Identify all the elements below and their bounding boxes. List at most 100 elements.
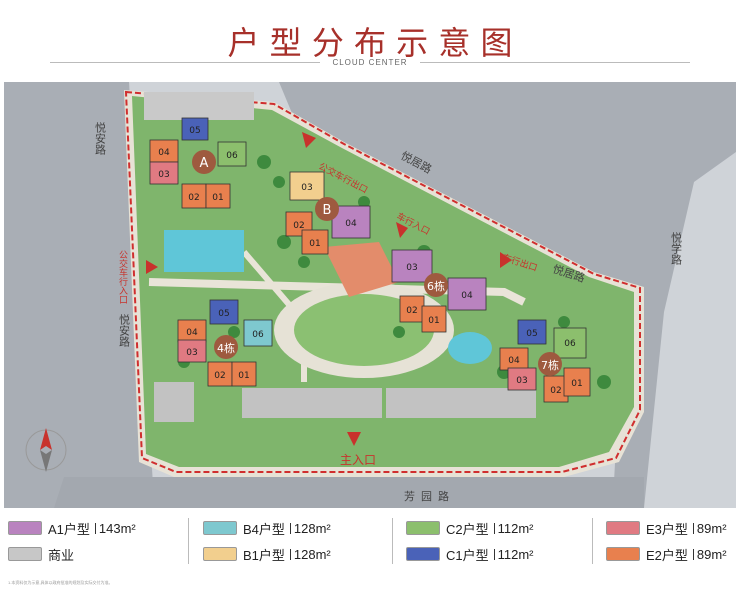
unit-label: 04 <box>461 291 473 301</box>
unit-label: 02 <box>550 386 561 396</box>
badge-a: A <box>200 156 209 171</box>
legend-area-b1: 128m² <box>293 546 331 562</box>
site-plan-map: 悦安路 悦安路 悦居路 悦居路 悦学路 芳园路 公交车行出口 公交车行入口 车行… <box>4 82 736 508</box>
unit-e3 <box>177 339 207 363</box>
building-7 <box>499 319 591 403</box>
building-badge <box>538 352 562 376</box>
unit-label: 01 <box>309 239 320 249</box>
legend-label-e3: E3户型 <box>646 521 688 537</box>
unit-label: 03 <box>516 376 527 386</box>
unit-c1 <box>181 117 209 141</box>
unit-label: 02 <box>406 306 417 316</box>
unit-e2 <box>205 183 231 209</box>
arrow-side-entry <box>396 222 408 238</box>
page-title: 户 型 分 布 示 意 图 <box>227 24 513 62</box>
legend-biz: 商业 <box>8 546 75 563</box>
legend-area-e3: 89m² <box>696 520 727 536</box>
unit-e2 <box>563 367 591 397</box>
unit-label: 03 <box>301 183 312 193</box>
building-badge <box>192 150 216 174</box>
unit-c2 <box>553 327 587 359</box>
road-label-east: 悦学路 <box>670 231 683 266</box>
unit-e2 <box>301 229 329 255</box>
unit-e2 <box>421 305 447 333</box>
commercial-west <box>154 382 194 422</box>
building-badge <box>315 197 339 221</box>
unit-label: 01 <box>238 371 249 381</box>
legend-swatch-c1 <box>406 547 440 561</box>
legend-swatch-c2 <box>406 521 440 535</box>
pool-west <box>164 230 244 272</box>
unit-label: 02 <box>188 193 199 203</box>
unit-a1 <box>391 249 433 283</box>
subtitle-divider-left <box>50 62 320 63</box>
legend-swatch-e2 <box>606 547 640 561</box>
building-4 <box>177 299 273 387</box>
unit-c1 <box>209 299 239 325</box>
road-label-west-lower: 悦安路 <box>118 313 131 348</box>
legend-divider <box>392 518 393 564</box>
unit-b1 <box>289 171 325 201</box>
badge-b: B <box>323 203 332 218</box>
unit-b4 <box>243 319 273 347</box>
legend-label-c1: C1户型 <box>446 547 489 563</box>
legend-area-a1: 143m² <box>98 520 136 536</box>
unit-e2 <box>399 295 425 323</box>
unit-label: 05 <box>189 126 200 136</box>
legend-area-c1: 112m² <box>497 546 534 562</box>
legend-e3: E3户型 89m² <box>606 520 727 537</box>
entrance-arrows <box>146 132 512 446</box>
playground <box>324 242 399 297</box>
legend-label-a1: A1户型 <box>48 521 90 537</box>
unit-c1 <box>517 319 547 345</box>
legend-c2: C2户型 112m² <box>406 520 534 537</box>
legend-area-c2: 112m² <box>497 520 534 536</box>
unit-label: 05 <box>218 309 229 319</box>
legend-divider <box>592 518 593 564</box>
legend-area-b4: 128m² <box>293 520 331 536</box>
road-label-west: 悦安路 <box>94 121 107 156</box>
walkway-central <box>148 278 526 306</box>
unit-label: 02 <box>214 371 225 381</box>
label-main-entry: 主入口 <box>340 453 376 467</box>
building-a <box>149 117 247 209</box>
arrow-main-entry <box>347 432 361 446</box>
arrow-car-exit <box>500 252 512 268</box>
legend-swatch-b1 <box>203 547 237 561</box>
badge-7: 7栋 <box>541 358 559 372</box>
commercial-south-east <box>386 388 536 418</box>
building-6 <box>391 249 487 333</box>
road-west-area <box>4 82 154 508</box>
commercial-south-west <box>242 388 382 418</box>
unit-label: 06 <box>564 339 576 349</box>
unit-label: 01 <box>212 193 223 203</box>
commercial-north <box>144 92 254 120</box>
unit-label: 04 <box>186 328 198 338</box>
unit-a1 <box>447 277 487 311</box>
pool-east <box>448 332 492 364</box>
legend-label-e2: E2户型 <box>646 547 688 563</box>
unit-label: 01 <box>428 316 439 326</box>
unit-c2 <box>217 141 247 167</box>
unit-label: 02 <box>293 221 304 231</box>
building-b <box>285 171 371 255</box>
unit-label: 06 <box>252 330 264 340</box>
legend-swatch-e3 <box>606 521 640 535</box>
unit-label: 04 <box>158 148 170 158</box>
unit-label: 05 <box>526 329 537 339</box>
legend-label-c2: C2户型 <box>446 521 489 537</box>
legend-a1: A1户型 143m² <box>8 520 136 537</box>
unit-e2 <box>231 361 257 387</box>
legend-area-e2: 89m² <box>696 546 727 562</box>
arrow-bus-entry <box>146 260 158 274</box>
unit-label: 03 <box>406 263 417 273</box>
legend-label-biz: 商业 <box>48 547 75 563</box>
legend-swatch-biz <box>8 547 42 561</box>
unit-label: 01 <box>571 379 582 389</box>
central-lawn <box>294 294 434 366</box>
legend-swatch-b4 <box>203 521 237 535</box>
building-badge <box>424 273 448 297</box>
